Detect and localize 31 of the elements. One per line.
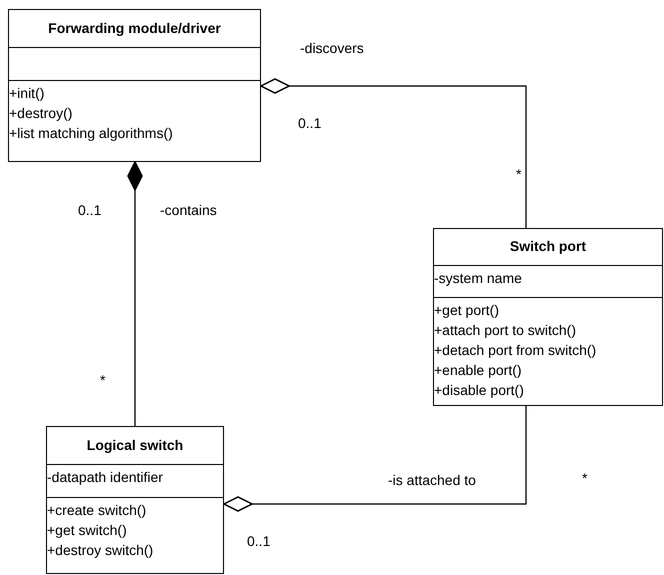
role-label: -is attached to	[388, 472, 476, 488]
multiplicity-label: *	[582, 470, 588, 486]
class-box	[46, 426, 224, 574]
class-name: Forwarding module/driver	[47, 20, 222, 36]
member-text: -system name	[434, 269, 522, 288]
association-line	[223, 406, 527, 512]
class-box	[433, 228, 663, 406]
class-name: Switch port	[508, 238, 588, 254]
member-text: +init()	[9, 84, 44, 103]
class-name: Logical switch	[86, 436, 184, 452]
role-label: -discovers	[300, 40, 364, 56]
multiplicity-label: *	[100, 372, 106, 388]
member-text: -datapath identifier	[47, 468, 163, 487]
member-text: +attach port to switch()	[434, 321, 576, 340]
member-text: +detach port from switch()	[434, 341, 596, 360]
association-line	[260, 78, 527, 228]
member-text: +get switch()	[47, 521, 127, 540]
member-text: +list matching algorithms()	[9, 124, 173, 143]
multiplicity-label: 0..1	[298, 115, 322, 131]
multiplicity-label: *	[516, 166, 522, 182]
class-box	[8, 9, 261, 162]
member-text: +destroy switch()	[47, 541, 154, 560]
member-text: +create switch()	[47, 501, 146, 520]
association-line	[127, 161, 143, 426]
role-label: -contains	[160, 202, 217, 218]
member-text: +get port()	[434, 301, 499, 320]
multiplicity-label: 0..1	[78, 202, 102, 218]
member-text: +disable port()	[434, 381, 524, 400]
member-text: +destroy()	[9, 104, 72, 123]
member-text: +enable port()	[434, 361, 522, 380]
multiplicity-label: 0..1	[247, 533, 270, 549]
